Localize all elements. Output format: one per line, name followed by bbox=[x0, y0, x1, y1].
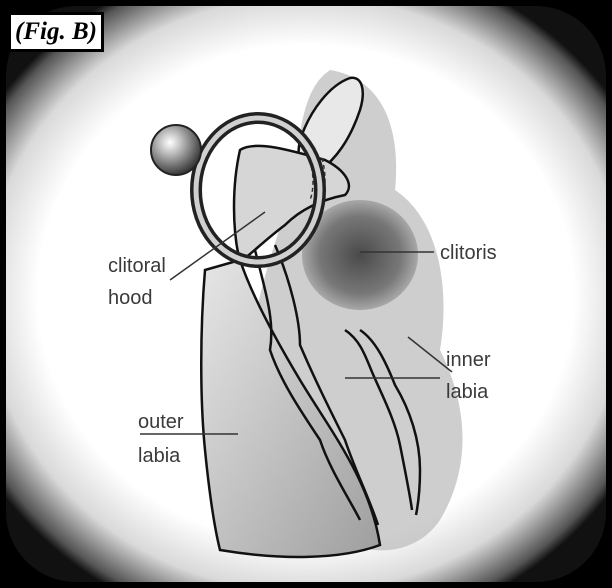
inner-labia-label-line2: labia bbox=[446, 381, 489, 403]
clitoral-hood-label-line1: clitoral bbox=[108, 255, 166, 277]
outer-labia-label-line1: outer bbox=[138, 411, 184, 433]
inner-labia-label-line1: inner bbox=[446, 349, 491, 371]
piercing-ball bbox=[151, 125, 201, 175]
clitoris-label: clitoris bbox=[440, 242, 497, 264]
outer-labia-label-line2: labia bbox=[138, 445, 181, 467]
clitoral-hood-label-line2: hood bbox=[108, 287, 153, 309]
